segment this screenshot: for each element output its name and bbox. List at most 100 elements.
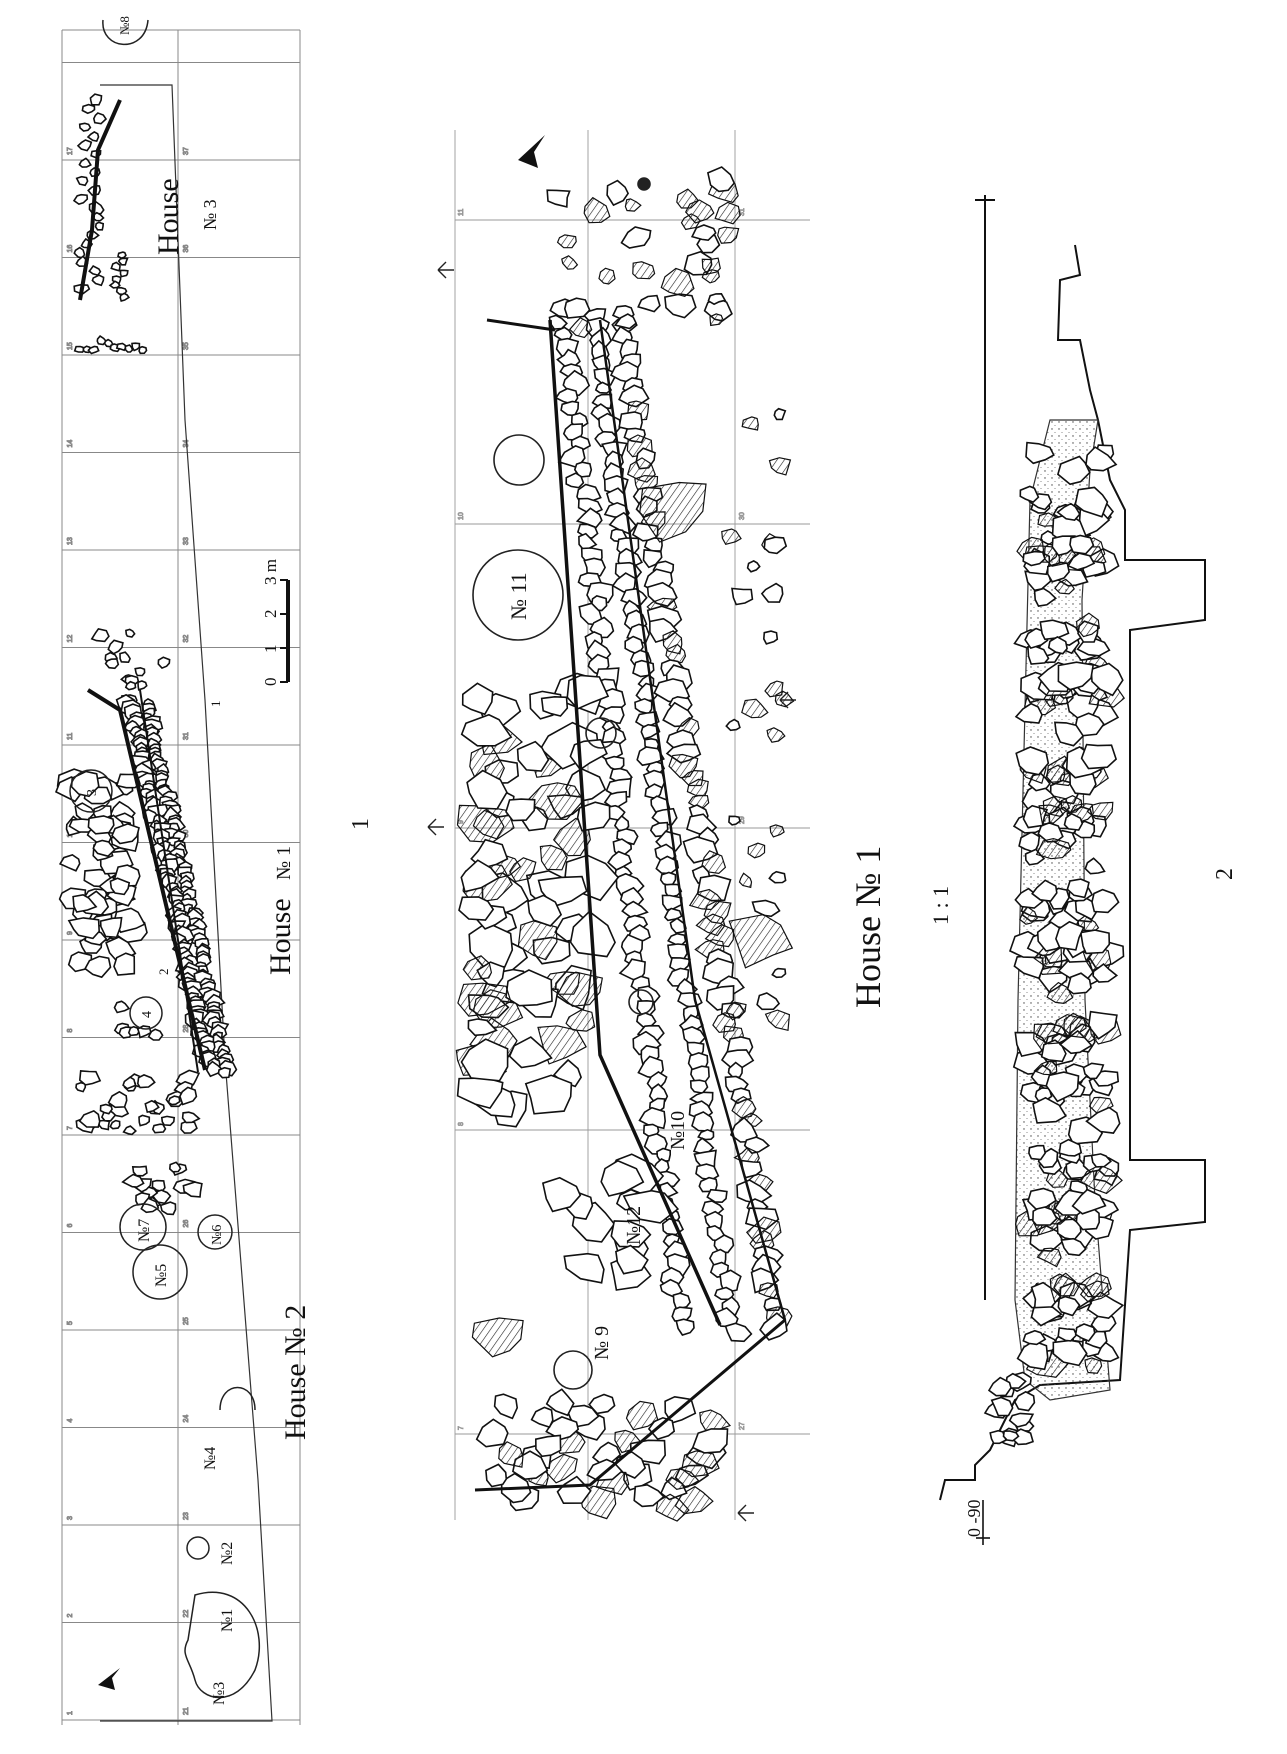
stone — [1085, 446, 1118, 472]
stone — [88, 264, 102, 277]
grid-label: 36 — [183, 245, 190, 253]
stone — [160, 1115, 176, 1127]
outer-wall-line — [548, 319, 722, 1326]
stone — [107, 639, 124, 655]
stone — [134, 666, 146, 677]
stone — [1053, 1272, 1080, 1297]
stone — [1066, 972, 1092, 995]
north-arrow-icon — [518, 135, 545, 168]
stone — [746, 559, 761, 573]
stone — [560, 400, 580, 417]
stone — [144, 1099, 160, 1114]
pit-2 — [186, 1536, 210, 1560]
pit-6-label: №6 — [210, 1225, 225, 1245]
stone — [151, 1123, 167, 1134]
stone — [568, 317, 593, 339]
grid-label: 10 — [458, 512, 465, 520]
stone — [1085, 1106, 1121, 1134]
stone — [768, 457, 792, 476]
grid-label: 5 — [67, 1321, 74, 1325]
house1-wall — [86, 688, 207, 1071]
stone — [1013, 1390, 1036, 1412]
grid-label: 28 — [183, 1025, 190, 1033]
stone — [99, 1103, 113, 1115]
stone — [637, 294, 661, 313]
stone — [1047, 635, 1068, 655]
feature-3-label: 3 — [85, 789, 100, 796]
stone — [764, 680, 784, 698]
grid-label: 31 — [183, 732, 190, 740]
stone — [639, 481, 707, 543]
stone — [1091, 888, 1120, 914]
stone — [728, 913, 794, 969]
grid-label: 25 — [183, 1317, 190, 1325]
house1-wall-inner — [139, 689, 199, 1073]
stone — [588, 1393, 616, 1415]
stone — [124, 680, 137, 691]
house3-wall — [78, 99, 122, 301]
stone — [217, 1066, 232, 1079]
stone — [593, 367, 616, 386]
stone — [167, 1095, 181, 1106]
stone — [73, 345, 85, 353]
stone — [1090, 1153, 1112, 1168]
stone — [1063, 812, 1084, 831]
stone — [131, 342, 141, 352]
stone — [573, 461, 593, 478]
stone — [1015, 746, 1050, 776]
stone — [565, 1009, 596, 1032]
grid-label: 29 — [739, 816, 746, 824]
stone — [656, 1147, 672, 1163]
stone — [117, 257, 129, 266]
grid-label: 3 — [67, 1516, 74, 1520]
inner-wall-line — [598, 319, 787, 1321]
stone — [1074, 1323, 1096, 1342]
stone — [94, 221, 105, 231]
stone — [561, 255, 579, 270]
grid-label: 8 — [458, 1122, 465, 1126]
grid-label: 22 — [183, 1610, 190, 1618]
scale-tick-0: 0 — [261, 678, 280, 687]
grid-label: 11 — [67, 733, 74, 740]
scale-tick-2: 2 — [261, 610, 280, 619]
scale-tick-3m: 3 m — [261, 559, 280, 585]
stone — [182, 1181, 203, 1198]
stone — [1056, 455, 1091, 486]
north-arrow-icon — [98, 1668, 120, 1690]
stone — [664, 883, 683, 899]
stone — [96, 335, 108, 346]
stone — [1022, 1329, 1047, 1346]
stone — [1079, 929, 1111, 955]
stone — [99, 916, 123, 939]
grid-label: 2 — [67, 1614, 74, 1618]
grid-label: 30 — [183, 830, 190, 838]
section-marker-icon — [427, 818, 444, 836]
stone — [990, 1396, 1014, 1417]
stone — [485, 1463, 508, 1488]
stone — [1087, 1010, 1118, 1040]
stone — [1057, 661, 1095, 691]
stone — [122, 1125, 137, 1136]
stone — [107, 1090, 128, 1109]
stone — [764, 1009, 791, 1032]
stone — [690, 224, 717, 242]
feature-1-label: 1 — [208, 701, 223, 708]
stone — [1080, 743, 1118, 770]
grid-label: 11 — [458, 209, 465, 216]
stone — [1054, 578, 1075, 595]
scale-tick-1: 1 — [261, 645, 280, 654]
stone — [460, 859, 501, 893]
section-figure-label: 2 — [1212, 868, 1238, 880]
stone — [460, 713, 513, 747]
stone — [76, 139, 93, 152]
stone — [91, 274, 105, 287]
stone — [1051, 535, 1076, 557]
stone — [633, 1483, 665, 1508]
stone — [541, 1176, 582, 1213]
stone — [137, 680, 148, 691]
section-scale-label: 1 : 1 — [928, 886, 953, 925]
stone — [115, 342, 128, 352]
stone — [1002, 1430, 1020, 1442]
stone — [1033, 587, 1057, 607]
